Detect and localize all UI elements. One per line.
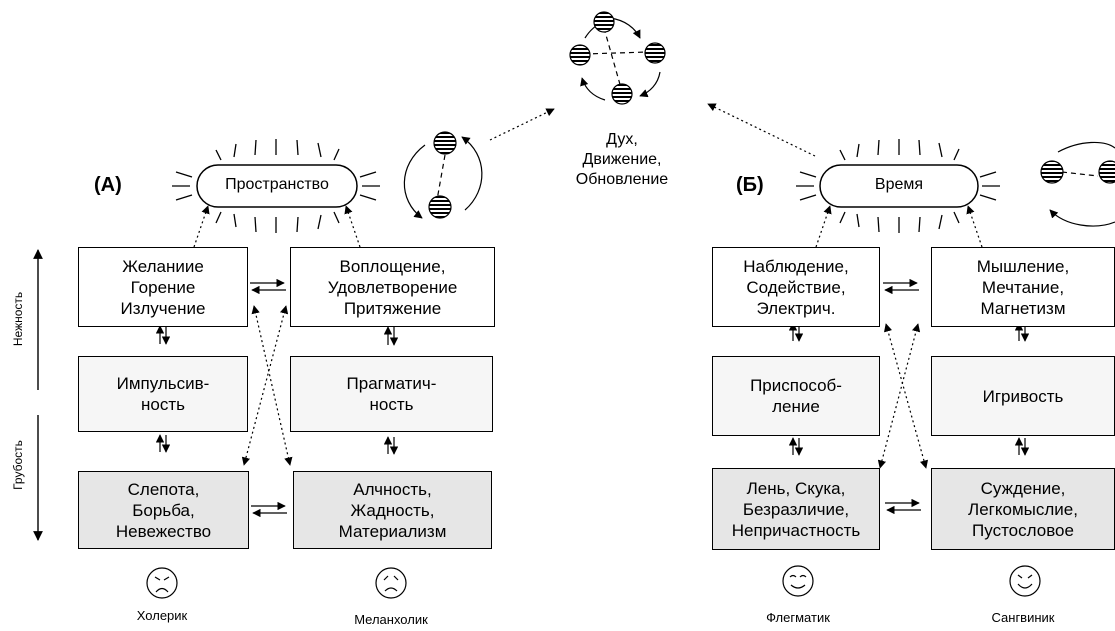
- box-a-top-left: Желаниие Горение Излучение: [78, 247, 248, 327]
- box-b-mid-right: Игривость: [931, 356, 1115, 436]
- axis-label-tenderness: Нежность: [11, 291, 25, 347]
- dotted-a-to-center: [489, 108, 555, 141]
- center-label: Дух, Движение, Обновление: [575, 131, 669, 188]
- axis-label-roughness: Грубость: [11, 440, 25, 490]
- vert-eq-a: [155, 325, 399, 455]
- box-a-mid-left: Импульсив- ность: [78, 356, 248, 432]
- box-b-mid-left: Приспособ- ление: [712, 356, 880, 436]
- dotted-b-to-center: [707, 103, 816, 157]
- box-b-top-right: Мышление, Мечтание, Магнетизм: [931, 247, 1115, 327]
- panel-a-label: (А): [94, 174, 122, 196]
- temperament-phlegmatic: Флегматик: [766, 610, 830, 625]
- spheres-center: [569, 11, 666, 105]
- box-a-bot-right: Алчность, Жадность, Материализм: [293, 471, 492, 549]
- face-phlegmatic: [782, 565, 814, 597]
- spheres-a: [403, 131, 483, 219]
- equilibrium-top-b: [883, 278, 919, 295]
- box-a-mid-right: Прагматич- ность: [290, 356, 493, 432]
- face-choleric: [146, 567, 178, 599]
- panel-b-label: (Б): [736, 174, 764, 196]
- dotted-tr-pill-b: [966, 205, 983, 248]
- spheres-b: [1040, 141, 1115, 227]
- pill-a-label: Пространство: [225, 176, 329, 193]
- temperament-melancholic: Меланхолик: [354, 612, 428, 627]
- dotted-tl-pill-a: [193, 205, 210, 248]
- face-sanguine: [1009, 565, 1041, 597]
- pill-a: [196, 164, 358, 208]
- pill-b-label: Время: [874, 176, 924, 193]
- box-b-bot-right: Суждение, Легкомыслие, Пустословое: [931, 468, 1115, 550]
- equilibrium-bot-b: [885, 498, 921, 515]
- cross-dotted-a: [241, 305, 293, 466]
- cross-dotted-b: [877, 323, 929, 469]
- box-a-bot-left: Слепота, Борьба, Невежество: [78, 471, 249, 549]
- pill-glow-b: [796, 139, 1000, 233]
- equilibrium-bot-a: [251, 501, 287, 518]
- pill-glow-a: [172, 139, 380, 233]
- equilibrium-top-a: [250, 278, 286, 295]
- dotted-tr-pill-a: [344, 205, 361, 248]
- dotted-tl-pill-b: [815, 205, 832, 248]
- temperament-choleric: Холерик: [136, 608, 188, 623]
- box-b-top-left: Наблюдение, Содействие, Электрич.: [712, 247, 880, 327]
- box-a-top-right: Воплощение, Удовлетворение Притяжение: [290, 247, 495, 327]
- pill-b: [819, 164, 979, 208]
- temperament-sanguine: Сангвиник: [991, 610, 1055, 625]
- box-b-bot-left: Лень, Скука, Безразличие, Непричастность: [712, 468, 880, 550]
- face-melancholic: [375, 567, 407, 599]
